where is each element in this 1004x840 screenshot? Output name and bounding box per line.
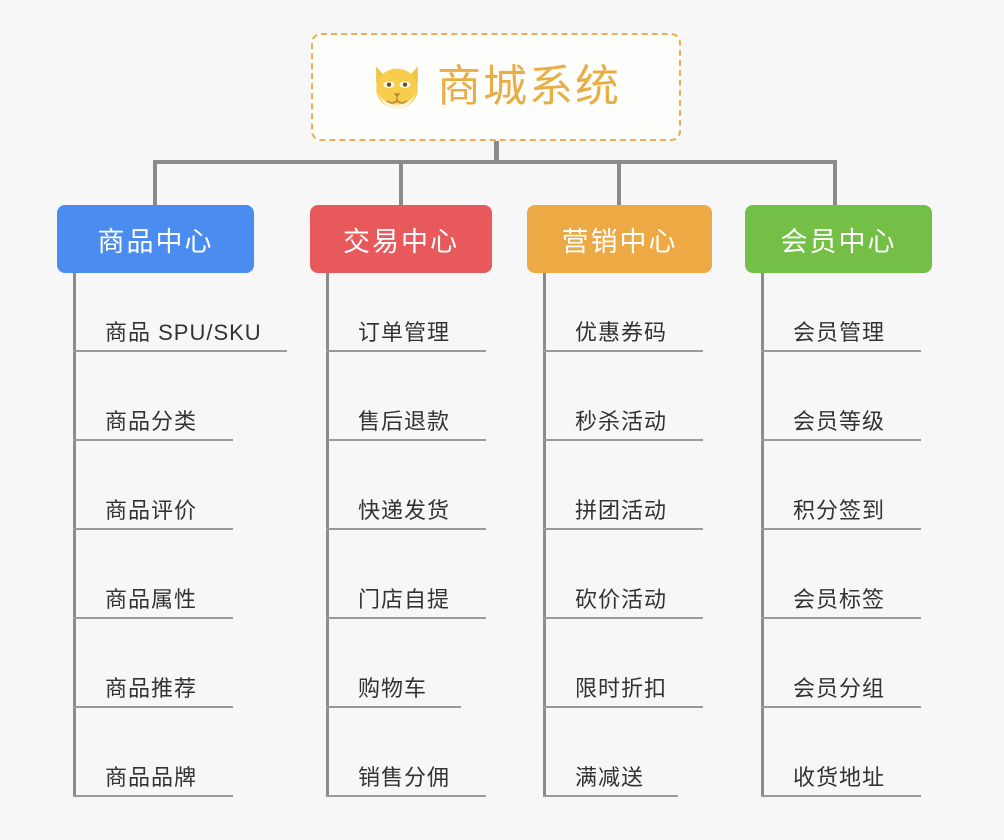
leaf-item-label: 商品 SPU/SKU: [105, 320, 262, 345]
leaf-item-label: 商品分类: [105, 409, 198, 434]
shiba-dog-face-icon: [371, 63, 423, 111]
leaf-item-underline: [73, 528, 233, 530]
leaf-item-underline: [326, 439, 486, 441]
leaf-item-underline: [761, 528, 921, 530]
leaf-item-label: 拼团活动: [575, 498, 668, 523]
leaf-item-underline: [543, 350, 703, 352]
category-column-member-center: 会员中心会员管理会员等级积分签到会员标签会员分组收货地址: [745, 205, 932, 797]
category-header-member-center[interactable]: 会员中心: [745, 205, 932, 273]
leaf-item-label: 会员标签: [793, 587, 886, 612]
leaf-item-label: 收货地址: [793, 765, 886, 790]
column-spine-product-center: [73, 273, 76, 797]
connector-drop-member-center: [833, 160, 837, 206]
leaf-item-label: 秒杀活动: [575, 409, 668, 434]
category-column-product-center: 商品中心商品 SPU/SKU 商品分类商品评价商品属性商品推荐商品品牌: [57, 205, 287, 797]
leaf-item-label: 会员管理: [793, 320, 886, 345]
leaf-item-underline: [326, 350, 486, 352]
leaf-item-underline: [326, 706, 461, 708]
leaf-item-underline: [73, 439, 233, 441]
connector-root-stem: [494, 141, 499, 164]
leaf-item-label: 砍价活动: [575, 587, 668, 612]
column-spine-trade-center: [326, 273, 329, 797]
leaf-item-underline: [73, 350, 287, 352]
leaf-item-label: 积分签到: [793, 498, 886, 523]
leaf-item-label: 售后退款: [358, 409, 451, 434]
leaf-item-label: 商品推荐: [105, 676, 198, 701]
category-header-label: 营销中心: [561, 226, 678, 257]
leaf-item-underline: [543, 439, 703, 441]
leaf-item-label: 商品品牌: [105, 765, 198, 790]
leaf-item-label: 快递发货: [358, 498, 451, 523]
leaf-item-label: 订单管理: [358, 320, 451, 345]
category-header-label: 会员中心: [780, 226, 897, 257]
leaf-item-label: 购物车: [358, 676, 428, 701]
leaf-item-underline: [761, 795, 921, 797]
leaf-item-label: 商品评价: [105, 498, 198, 523]
leaf-item-underline: [761, 706, 921, 708]
leaf-item-label: 会员分组: [793, 676, 886, 701]
leaf-item-underline: [326, 795, 486, 797]
leaf-item-label: 门店自提: [358, 587, 451, 612]
category-header-label: 商品中心: [97, 226, 214, 257]
leaf-item-label: 销售分佣: [358, 765, 451, 790]
leaf-item-underline: [761, 439, 921, 441]
leaf-item-underline: [543, 795, 678, 797]
category-column-trade-center: 交易中心订单管理售后退款快递发货门店自提购物车销售分佣: [310, 205, 492, 797]
leaf-item-underline: [761, 350, 921, 352]
leaf-item-label: 会员等级: [793, 409, 886, 434]
leaf-item-underline: [326, 617, 486, 619]
connector-drop-trade-center: [399, 160, 403, 206]
connector-drop-product-center: [153, 160, 157, 206]
category-header-product-center[interactable]: 商品中心: [57, 205, 254, 273]
root-title: 商城系统: [437, 62, 621, 111]
leaf-item-underline: [326, 528, 486, 530]
category-header-label: 交易中心: [343, 226, 459, 257]
connector-drop-marketing-center: [617, 160, 621, 206]
leaf-item-underline: [761, 617, 921, 619]
leaf-item-underline: [73, 795, 233, 797]
column-spine-marketing-center: [543, 273, 546, 797]
leaf-item-label: 优惠券码: [575, 320, 668, 345]
leaf-item-label: 限时折扣: [575, 676, 668, 701]
column-spine-member-center: [761, 273, 764, 797]
leaf-item-label: 满减送: [575, 765, 645, 790]
leaf-item-underline: [543, 617, 703, 619]
leaf-item-underline: [543, 528, 703, 530]
category-header-trade-center[interactable]: 交易中心: [310, 205, 492, 273]
leaf-item-underline: [73, 706, 233, 708]
leaf-item-underline: [73, 617, 233, 619]
connector-horizontal-bus: [153, 160, 837, 164]
category-header-marketing-center[interactable]: 营销中心: [527, 205, 712, 273]
leaf-item-label: 商品属性: [105, 587, 198, 612]
category-column-marketing-center: 营销中心优惠券码秒杀活动拼团活动砍价活动限时折扣满减送: [527, 205, 712, 797]
leaf-item-underline: [543, 706, 703, 708]
root-node[interactable]: 商城系统: [311, 33, 681, 141]
